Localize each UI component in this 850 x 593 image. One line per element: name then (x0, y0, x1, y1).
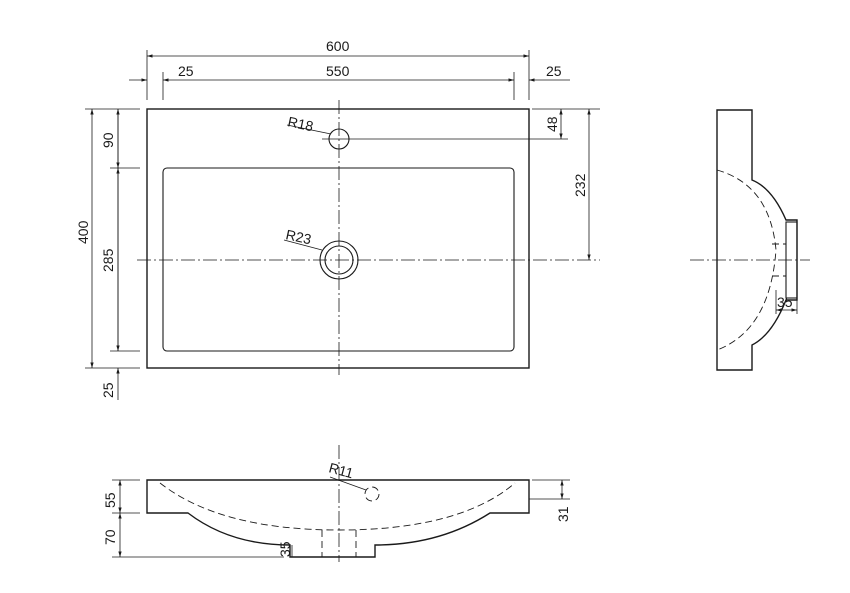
side-profile (716, 109, 798, 371)
front-hidden-bowl (159, 482, 516, 531)
drain-outer (319, 240, 359, 280)
bowl-outline (162, 167, 515, 352)
r23-leader (283, 239, 323, 251)
drain-inner (324, 245, 354, 275)
r18-leader (286, 124, 332, 135)
tap-hole-radius-label: R18 (286, 113, 315, 134)
drain-to-back-label: 232 (572, 173, 588, 197)
overall-height-label: 400 (75, 220, 91, 244)
front-margin-label: 25 (100, 382, 116, 398)
front-view: R11 55 70 35 31 (102, 445, 571, 562)
bowl-below-rim-label: 70 (102, 529, 118, 545)
right-margin-label: 25 (546, 63, 562, 79)
drain-radius-label: R23 (284, 226, 313, 247)
outlet-height-label: 35 (277, 541, 293, 557)
overflow-radius-label: R11 (327, 459, 355, 481)
overflow-hole (364, 486, 380, 502)
tap-to-rim-label: 48 (544, 116, 560, 132)
inner-width-label: 550 (326, 63, 350, 79)
bowl-depth-label: 285 (100, 248, 116, 272)
overall-width-label: 600 (326, 38, 350, 54)
rim-thickness-label: 55 (102, 492, 118, 508)
side-view: 35 (690, 109, 810, 371)
outlet-length-label: 35 (777, 294, 793, 310)
top-view: R18 R23 600 550 25 25 400 90 285 25 (75, 38, 600, 400)
overflow-height-label: 31 (555, 506, 571, 522)
tap-offset-label: 90 (100, 132, 116, 148)
left-margin-label: 25 (178, 63, 194, 79)
top-view-outline (146, 108, 530, 369)
r11-leader (329, 476, 367, 491)
front-profile (146, 479, 530, 558)
